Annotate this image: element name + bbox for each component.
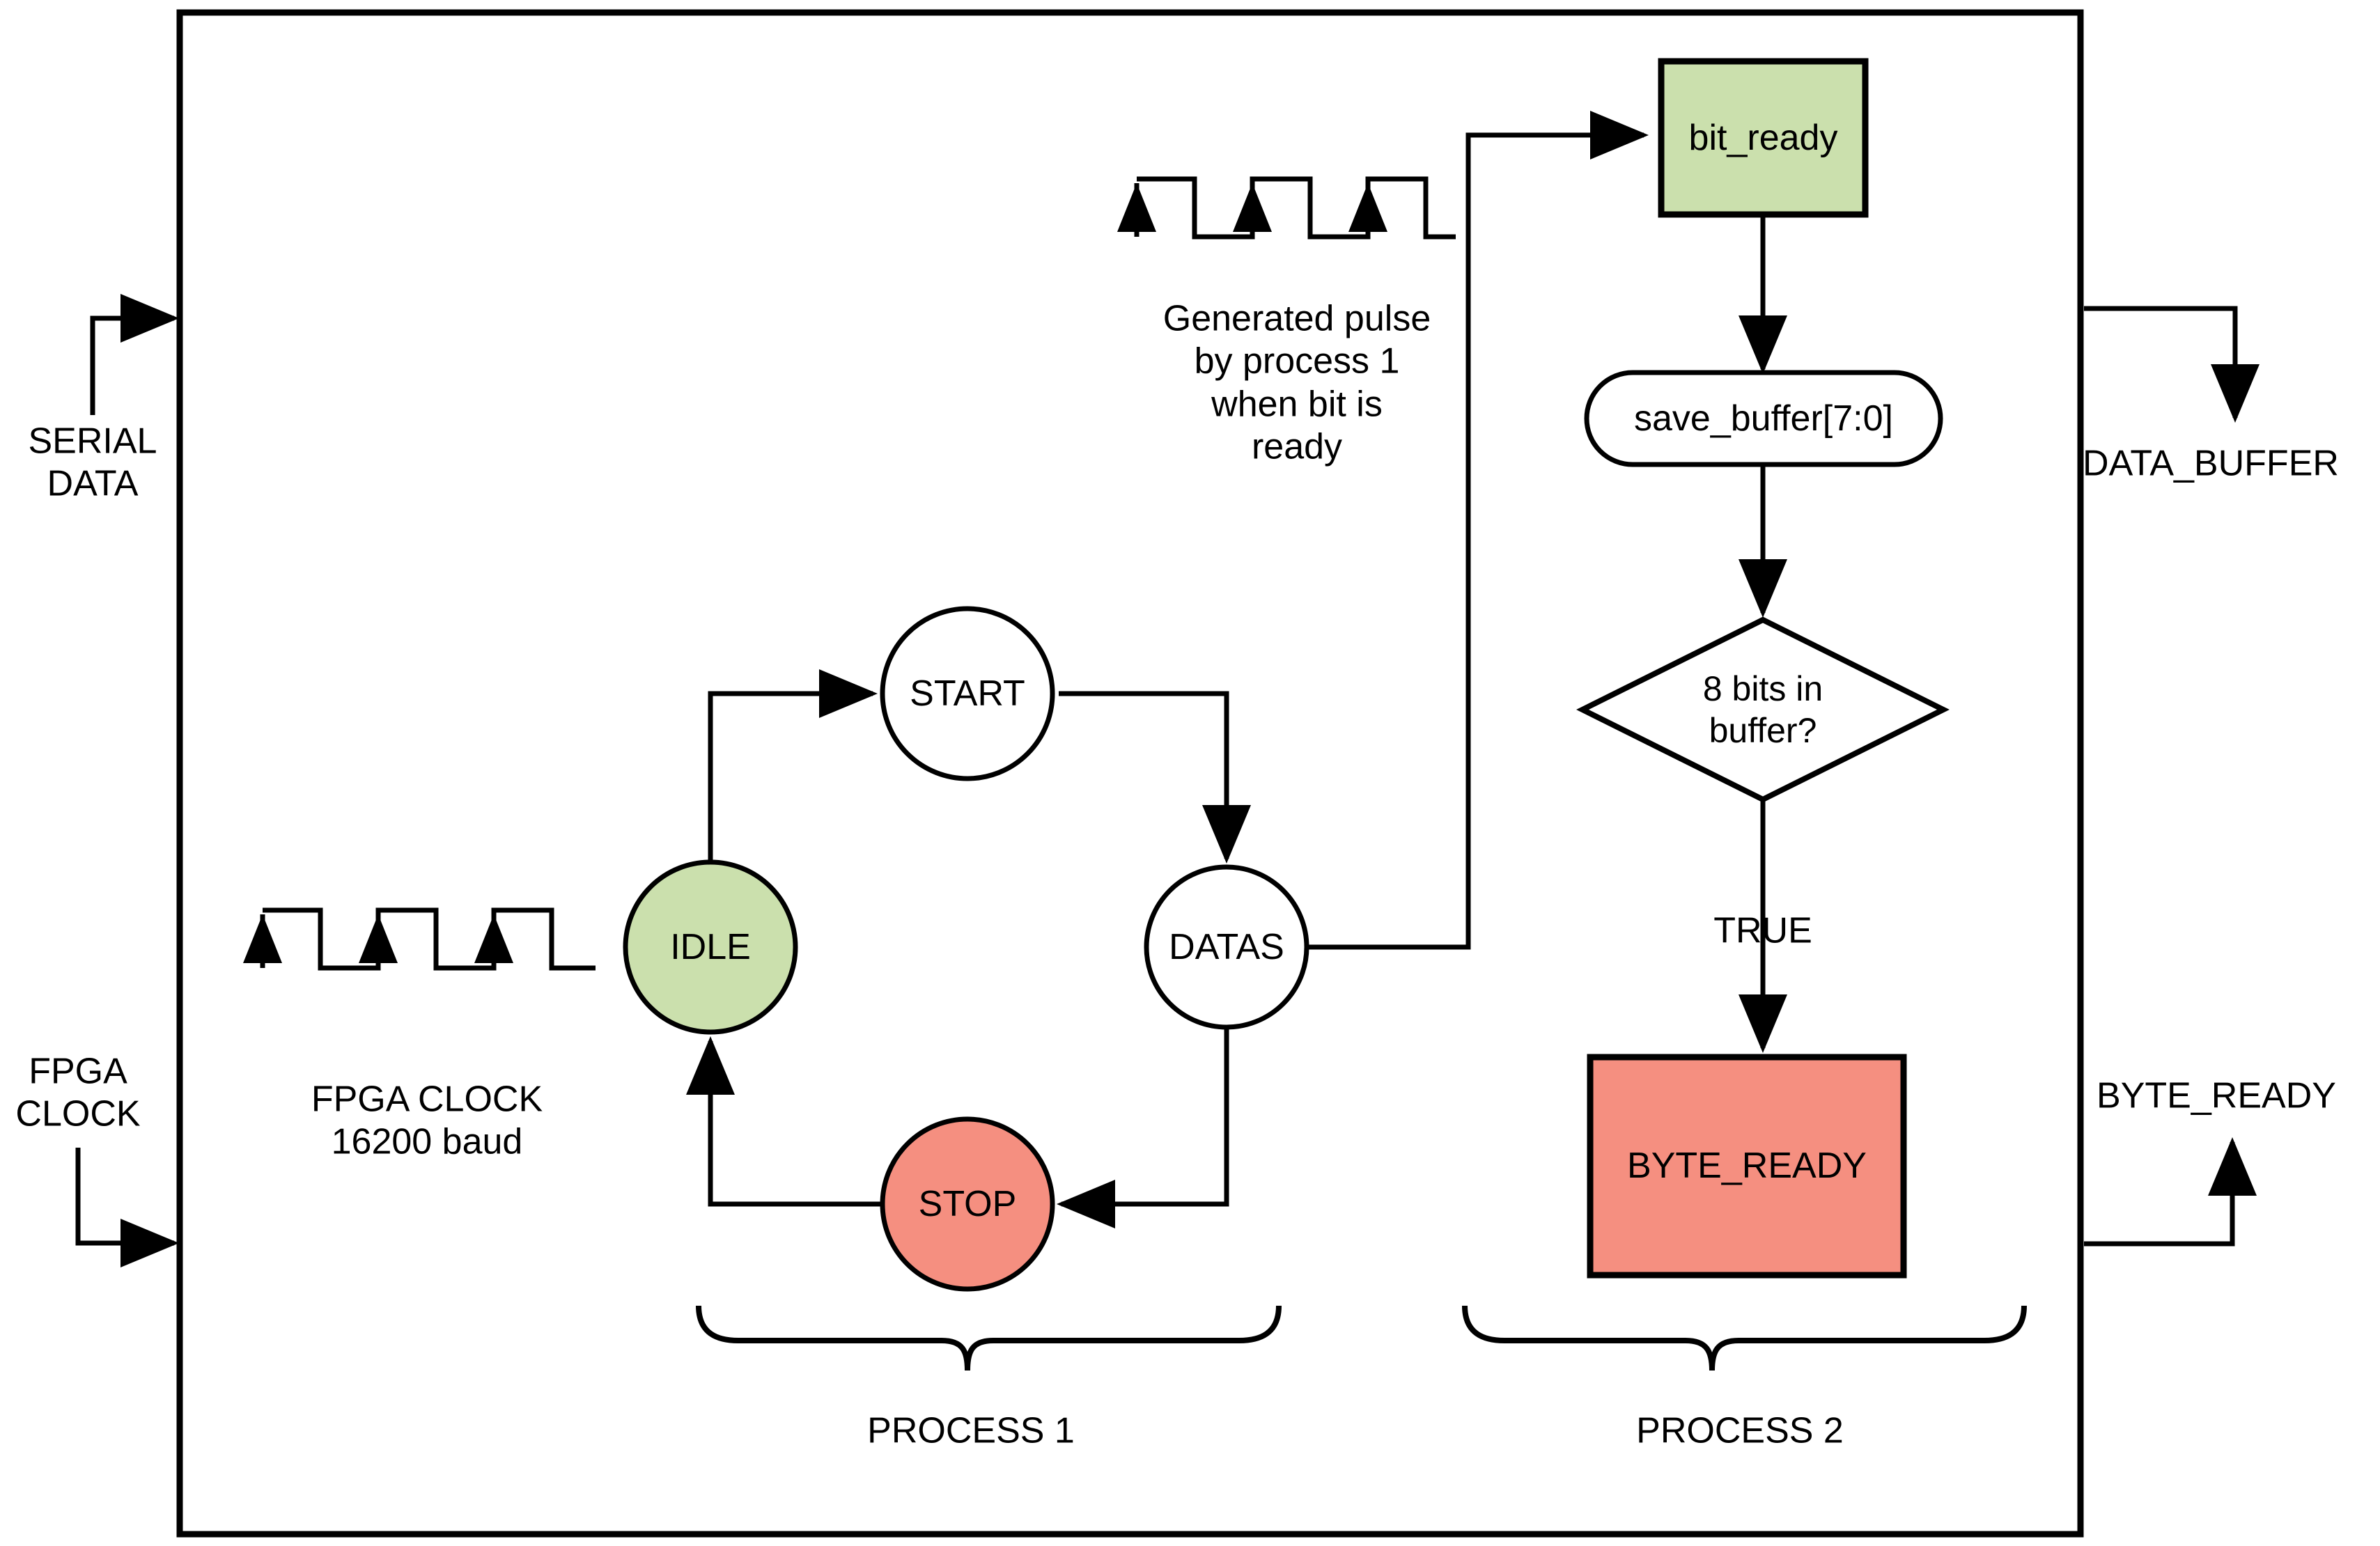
edge-idle-to-start xyxy=(708,669,878,862)
fpga-clock-arrow xyxy=(75,1148,179,1267)
byte-ready-box[interactable] xyxy=(1587,1054,1907,1279)
byte-ready-arrow xyxy=(2084,1137,2257,1247)
fpga-boundary-box xyxy=(176,9,2084,1538)
edge-datas-to-bit-ready xyxy=(1307,111,1649,950)
edge-start-to-datas xyxy=(1059,691,1251,864)
save-buffer-node[interactable] xyxy=(1584,370,1943,467)
fpga-clock-waveform xyxy=(243,907,596,971)
state-start[interactable] xyxy=(880,606,1055,781)
bit-ready-box[interactable] xyxy=(1658,58,1869,218)
state-stop[interactable] xyxy=(880,1116,1055,1292)
bits-decision[interactable] xyxy=(1576,616,1950,803)
process1-brace xyxy=(696,1305,1282,1371)
process2-brace xyxy=(1462,1305,2027,1371)
edge-datas-to-stop xyxy=(1057,1029,1229,1228)
edge-stop-to-idle xyxy=(686,1036,882,1207)
data-buffer-arrow xyxy=(2084,306,2260,423)
state-datas[interactable] xyxy=(1144,864,1309,1030)
serial-data-arrow xyxy=(90,294,179,415)
state-idle[interactable] xyxy=(623,859,798,1035)
generated-pulse-waveform xyxy=(1117,176,1456,240)
